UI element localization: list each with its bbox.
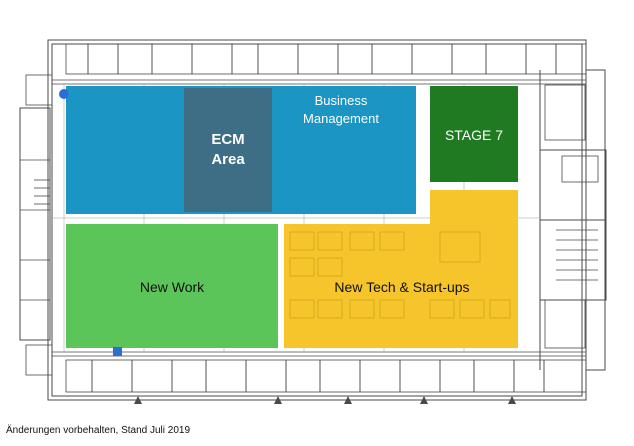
info-marker-icon <box>59 89 69 99</box>
zone-ecm-area <box>184 88 272 212</box>
zone-new-work <box>66 224 278 348</box>
new-work-label: New Work <box>139 279 205 295</box>
business-label-line1: Business <box>314 93 368 108</box>
top-service-rooms <box>52 43 587 85</box>
new-tech-startups-label: New Tech & Start-ups <box>334 279 470 295</box>
info-marker-icon <box>113 347 122 356</box>
bottom-service-rooms <box>52 351 587 393</box>
booth-outlines <box>289 231 511 319</box>
entrance-arrows <box>134 396 516 404</box>
zone-new-tech-startups <box>284 190 518 348</box>
ecm-label-line2: Area <box>211 151 245 169</box>
zone-stage-7 <box>430 86 518 182</box>
ecm-label-line1: ECM <box>211 131 245 148</box>
stage-7-label: STAGE 7 <box>444 127 504 143</box>
left-wing <box>20 74 53 376</box>
business-label-line2: Management <box>303 110 379 126</box>
business-management-label: Business Management <box>286 92 396 127</box>
right-wing <box>544 84 599 349</box>
ecm-area-label: ECM Area <box>184 130 272 171</box>
footer-note: Änderungen vorbehalten, Stand Juli 2019 <box>6 425 191 436</box>
